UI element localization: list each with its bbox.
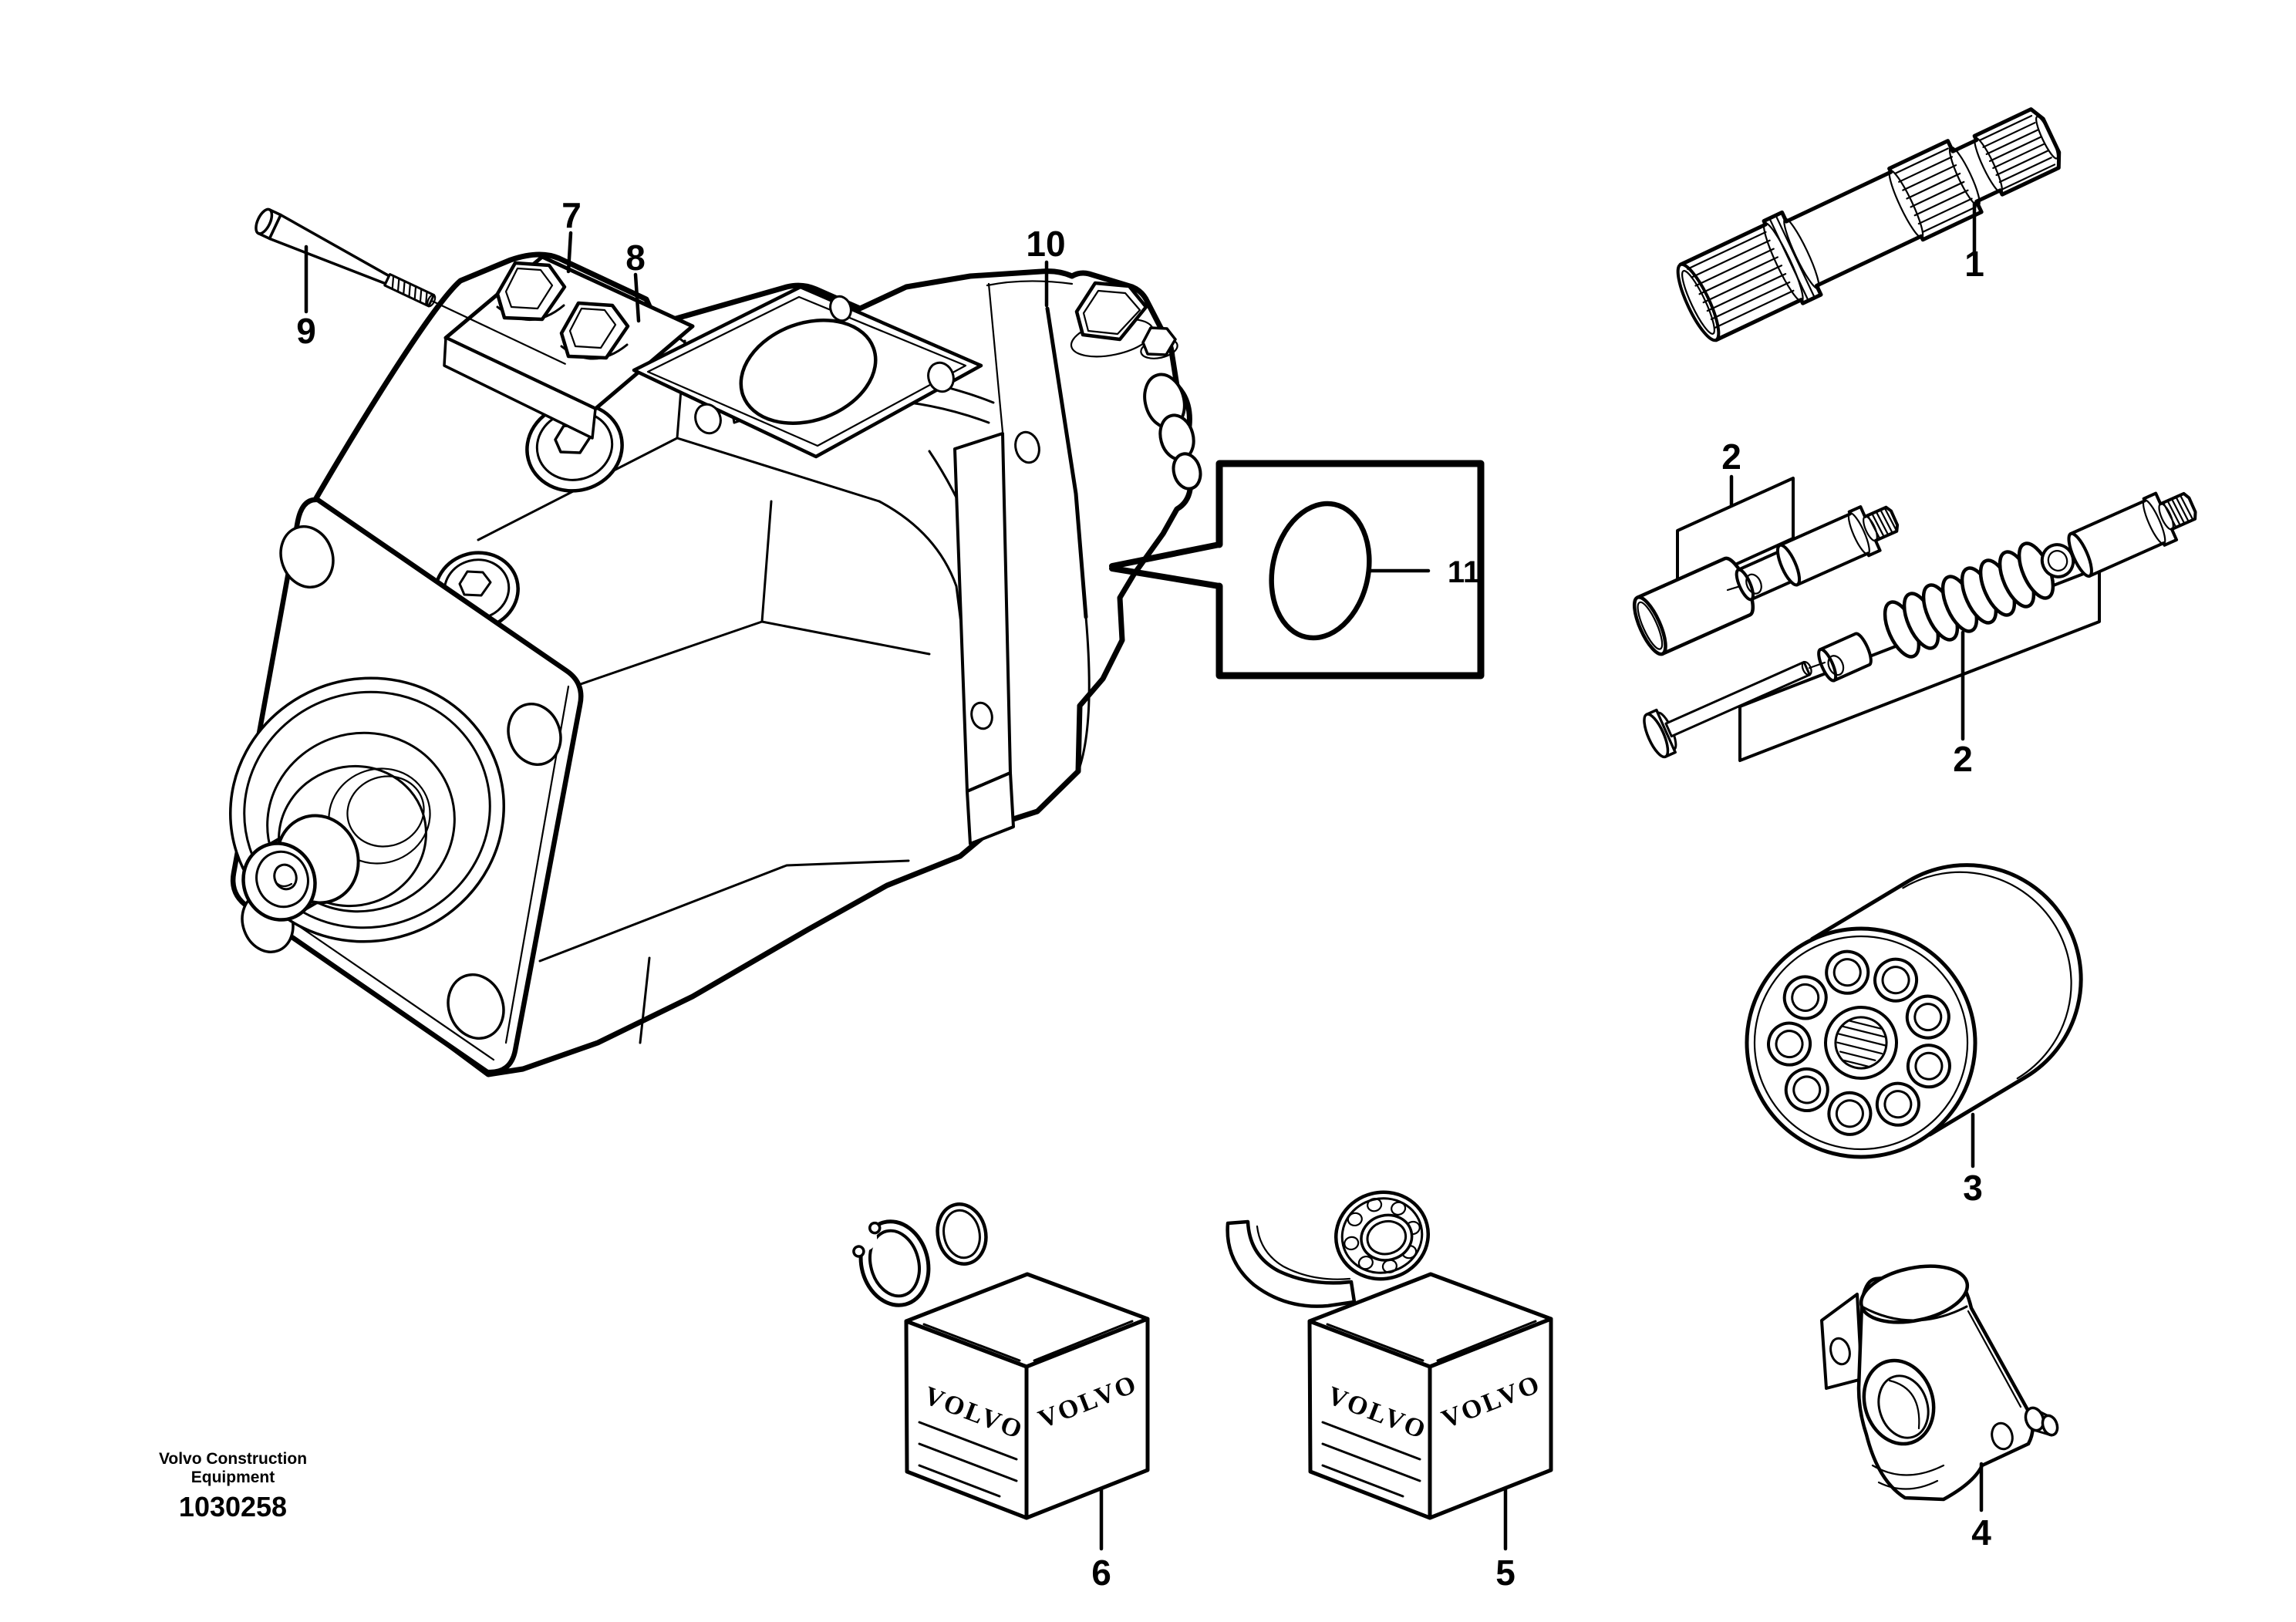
hydraulic-pump-assembly — [228, 251, 1202, 1077]
roller-bearing — [1333, 1190, 1431, 1281]
hex-bolt-2 — [559, 301, 630, 360]
front-mounting-flange — [228, 497, 584, 1075]
valve-group-upper — [1632, 474, 1900, 656]
piston-bores — [1767, 949, 1951, 1136]
swash-plate-part-4 — [1820, 1264, 2059, 1502]
callout-2-upper: 2 — [1721, 437, 1741, 477]
callout-1: 1 — [1964, 244, 1984, 284]
valve-group-lower — [1643, 491, 2197, 762]
hex-bolt-1 — [495, 261, 567, 322]
valve-cartridge-lower — [2067, 491, 2197, 578]
o-ring-detail-box — [1109, 460, 1485, 679]
o-ring — [1269, 501, 1372, 641]
footer: Volvo Construction Equipment 1030258 — [159, 1450, 307, 1523]
side-stub — [2024, 1406, 2059, 1437]
callout-5: 5 — [1495, 1553, 1515, 1593]
pump-shaft-stub — [241, 814, 360, 922]
rear-hex-plug — [1070, 281, 1178, 359]
footer-figure-number: 1030258 — [179, 1491, 287, 1523]
seal-kit-6: VOLVO VOLVO — [851, 1202, 1150, 1551]
callout-8: 8 — [625, 238, 646, 278]
callout-9: 9 — [296, 311, 316, 351]
callout-10: 10 — [1026, 224, 1065, 264]
valve-spring — [1883, 541, 2055, 659]
seal-kit-5: VOLVO VOLVO — [1226, 1190, 1553, 1551]
rear-mounting-bracket — [953, 432, 1015, 845]
spline-bore — [1824, 1006, 1898, 1080]
top-bolt-block — [443, 255, 695, 440]
volvo-box-6: VOLVO VOLVO — [904, 1272, 1150, 1520]
callout-4: 4 — [1971, 1512, 1991, 1553]
splined-shaft-part-1 — [1676, 107, 2062, 342]
rear-coupling — [1143, 373, 1202, 491]
top-port-plate — [632, 285, 1040, 464]
guide-pin — [1643, 660, 1812, 759]
callout-7: 7 — [561, 195, 582, 235]
snap-ring — [851, 1219, 931, 1307]
callout-3: 3 — [1963, 1168, 1983, 1208]
bolt-part-9 — [255, 207, 566, 365]
callout-2-lower: 2 — [1953, 739, 1973, 779]
footer-company-line1: Volvo Construction — [159, 1450, 307, 1468]
cylinder-block-part-3 — [1745, 863, 2083, 1159]
volvo-box-5: VOLVO VOLVO — [1307, 1272, 1553, 1520]
o-ring-small — [936, 1202, 988, 1266]
valve-cartridge-upper — [1775, 505, 1900, 587]
spring-bushing — [1817, 632, 1873, 683]
callout-11: 11 — [1448, 555, 1480, 589]
callout-6: 6 — [1091, 1553, 1111, 1593]
callout-leaders — [304, 201, 1984, 1512]
footer-company-line2: Equipment — [191, 1469, 275, 1486]
